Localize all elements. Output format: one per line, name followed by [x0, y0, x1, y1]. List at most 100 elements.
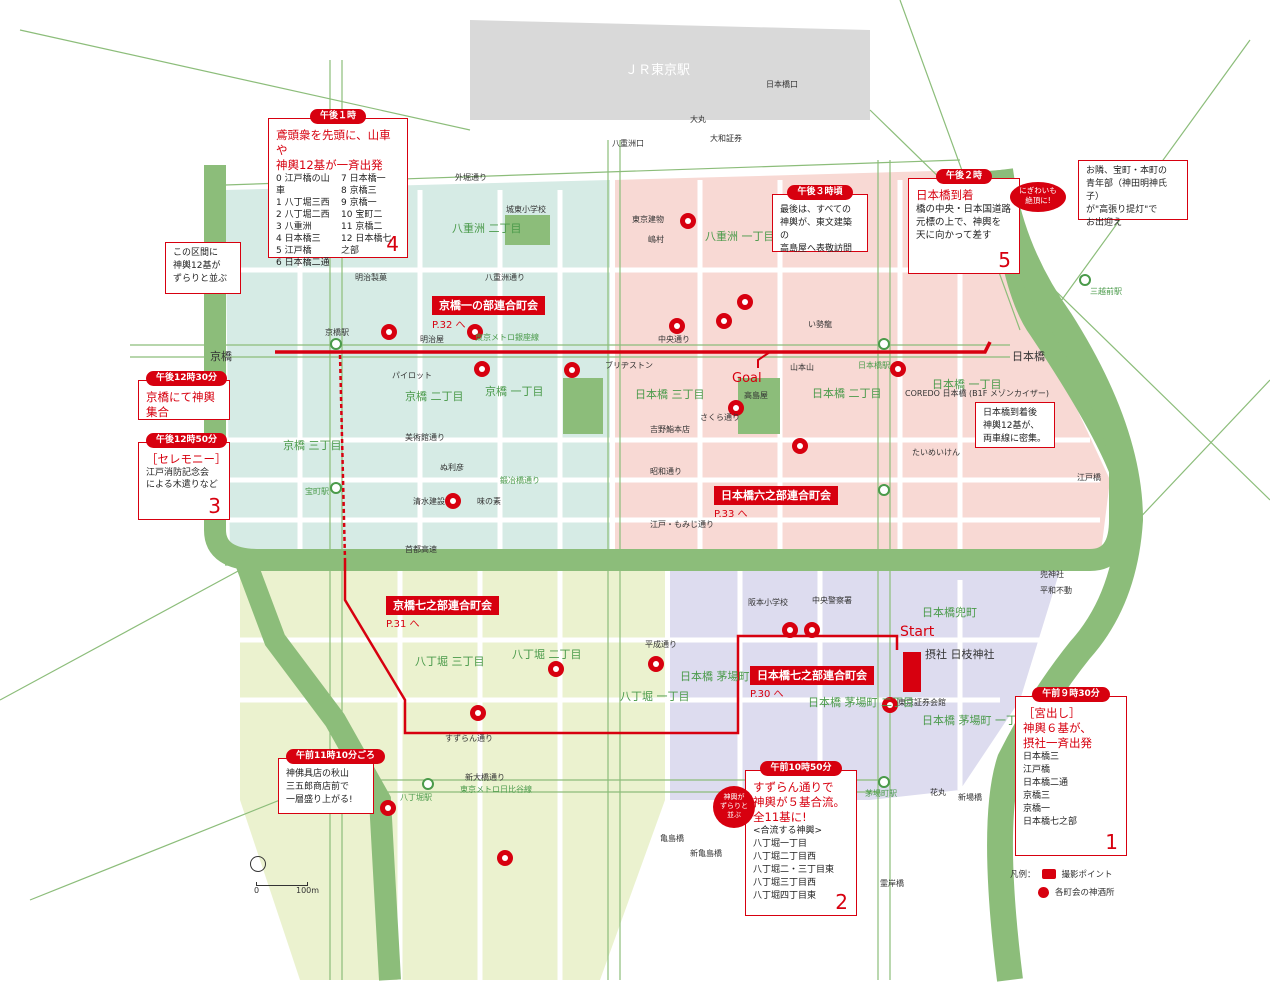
takashimaya-block	[738, 378, 780, 434]
label-suzuran: すずらん通り	[445, 733, 493, 743]
mikoshi-icon-center	[450, 498, 456, 504]
label-takashimaya: 高島屋	[744, 390, 768, 400]
label-kayabacho-sta: 茅場町駅	[865, 788, 897, 798]
label-start: Start	[900, 624, 935, 640]
callout-line: 日本橋七之部	[1023, 817, 1078, 827]
callout-number: 3	[208, 494, 221, 518]
label-jr-tokyo: ＪＲ東京駅	[625, 62, 690, 78]
district-kyobashi3: 京橋 三丁目	[283, 438, 342, 452]
callout-line: 八丁堀四丁目東	[753, 891, 817, 901]
callout-line: 元標の上で、神輿を	[916, 217, 1002, 228]
mikoshi-icon-center	[569, 367, 575, 373]
callout-line: 一層盛り上がる!	[286, 795, 353, 805]
callout-line: <合流する神輿>	[753, 826, 823, 836]
label-daimaru: 大丸	[690, 114, 706, 124]
procession-route-dotted	[338, 354, 347, 561]
ref-nihonbashi-7: P.30 へ	[750, 689, 784, 700]
route-to-goal	[757, 351, 771, 368]
callout-line: 日本橋三	[1023, 752, 1060, 762]
burst-lineup: 神輿が ずらりと 並ぶ	[713, 786, 755, 828]
label-daiwa: 大和証券	[710, 133, 742, 143]
callout-line: 両車線に密集。	[983, 434, 1047, 444]
tag-nihonbashi-6: 日本橋六之部連合町会	[714, 486, 838, 505]
tag-nihonbashi-7: 日本橋七之部連合町会	[750, 666, 874, 685]
district-kyobashi2: 京橋 二丁目	[405, 389, 464, 403]
callout-line: 12 日本橋七之部	[341, 234, 392, 256]
callout-line: 江戸橋	[1023, 765, 1051, 775]
callout-line: 5 江戸橋	[276, 246, 312, 256]
shrine-building	[903, 652, 921, 692]
callout-head: すずらん通りで 神輿が５基合流。 全11基に!	[753, 780, 845, 824]
callout-kyobashi-gathering: 午後12時30分 京橋にて神輿 集合	[138, 371, 230, 420]
label-yoshino: 吉野鮨本店	[650, 424, 690, 434]
mikoshi-icon-center	[502, 855, 508, 861]
callout-line: 八丁堀二丁目西	[753, 852, 817, 862]
label-settsha: 摂社 日枝神社	[925, 647, 995, 661]
label-sotobori: 外堀通り	[455, 172, 487, 182]
mikoshi-icon-center	[721, 318, 727, 324]
procession-route-main	[275, 341, 992, 354]
callout-line: お出迎え	[1086, 218, 1123, 228]
ref-nihonbashi-6: P.33 へ	[714, 509, 748, 520]
callout-line: 10 宝町二	[341, 210, 383, 220]
callout-line: 神輿12基が	[173, 261, 221, 271]
callout-head: 鳶頭衆を先頭に、山車や 神輿12基が一斉出発	[276, 128, 391, 172]
callout-time: 午前10時50分	[760, 761, 842, 776]
district-kyobashi1: 京橋 一丁目	[485, 384, 544, 398]
label-police: 中央警察署	[812, 595, 852, 605]
label-chuo-dori: 中央通り	[658, 334, 690, 344]
callout-head: 京橋にて神輿 集合	[146, 390, 215, 419]
legend-row-photo: 凡例： 撮影ポイント	[1010, 868, 1160, 880]
legend-photo-text: 撮影ポイント	[1061, 870, 1113, 880]
callout-line: 最後は、すべての	[780, 205, 852, 215]
ref-kyobashi-7: P.31 へ	[386, 619, 420, 630]
callout-lines: 最後は、すべての神輿が、東文建築の高島屋へ表敬訪問	[780, 204, 860, 256]
callout-line: 神輿12基が、	[983, 421, 1040, 431]
callout-lines: 日本橋三江戸橋日本橋二通京橋三京橋一日本橋七之部	[1023, 751, 1119, 829]
label-hiranari: 平成通り	[645, 639, 677, 649]
label-taimeiken: たいめいけん	[912, 448, 960, 457]
label-shimizu: 清水建設	[413, 496, 445, 506]
callout-line: 京橋三	[1023, 791, 1051, 801]
callout-time: 午後２時	[935, 169, 992, 184]
callout-line: ずらりと並ぶ	[173, 274, 228, 284]
callout-line: この区間に	[173, 248, 219, 258]
label-hatchobori-sta: 八丁堀駅	[400, 793, 432, 802]
callout-lines: 江戸消防記念会による木遣りなど	[146, 467, 222, 491]
label-shimamura: 嶋村	[648, 234, 664, 244]
callout-line: による木遣りなど	[146, 480, 218, 490]
district-yaesu1: 八重洲 一丁目	[705, 229, 775, 243]
label-hirai: 平和不動	[1040, 586, 1072, 595]
callout-line: 1 八丁堀三西	[276, 198, 330, 208]
callout-line: 2 八丁堀二西	[276, 210, 330, 220]
callout-number: 2	[835, 890, 848, 914]
bridgestone-block	[563, 378, 603, 434]
north-arrow-icon	[250, 856, 266, 872]
district-kayabacho2: 日本橋 茅場町 二丁目	[808, 695, 914, 709]
burst-peak: にぎわいも 絶頂に!	[1010, 182, 1066, 212]
legend: 凡例： 撮影ポイント 各町会の神酒所	[1010, 868, 1160, 898]
label-scale: 100m	[296, 886, 319, 895]
callout-miyadashi: 午前９時30分 ［宮出し］ 神輿６基が、 摂社一斉出発 日本橋三江戸橋日本橋二通…	[1015, 687, 1127, 856]
callout-lines: 橋の中央・日本国道路元標の上で、神輿を天に向かって差す	[916, 203, 1012, 242]
mikoshi-icon-center	[479, 366, 485, 372]
label-iseryu: い勢龍	[808, 319, 832, 329]
label-meiji: 明治製菓	[355, 272, 387, 282]
callout-time: 午前９時30分	[1032, 687, 1110, 702]
mikoshi-icon-center	[472, 329, 478, 335]
label-tokyo-shoken: 東京証券会館	[898, 697, 946, 707]
mikoshi-icon-center	[742, 299, 748, 305]
mikoshi-icon-center	[797, 443, 803, 449]
callout-number: 5	[998, 248, 1011, 272]
label-ajinosato: 味の素	[477, 496, 501, 506]
label-kyobashi-sta: 京橋駅	[325, 327, 349, 337]
legend-row-shrine: 各町会の神酒所	[1010, 886, 1160, 898]
callout-lines: 神佛具店の秋山三五郎商店前で一層盛り上がる!	[286, 768, 366, 807]
label-edomomiji: 江戸・もみじ通り	[650, 519, 714, 529]
label-shuto: 首都高速	[405, 544, 437, 554]
district-kayabacho1: 日本橋 茅場町 一丁目	[922, 713, 1028, 727]
label-kyobashi: 京橋	[210, 349, 232, 363]
